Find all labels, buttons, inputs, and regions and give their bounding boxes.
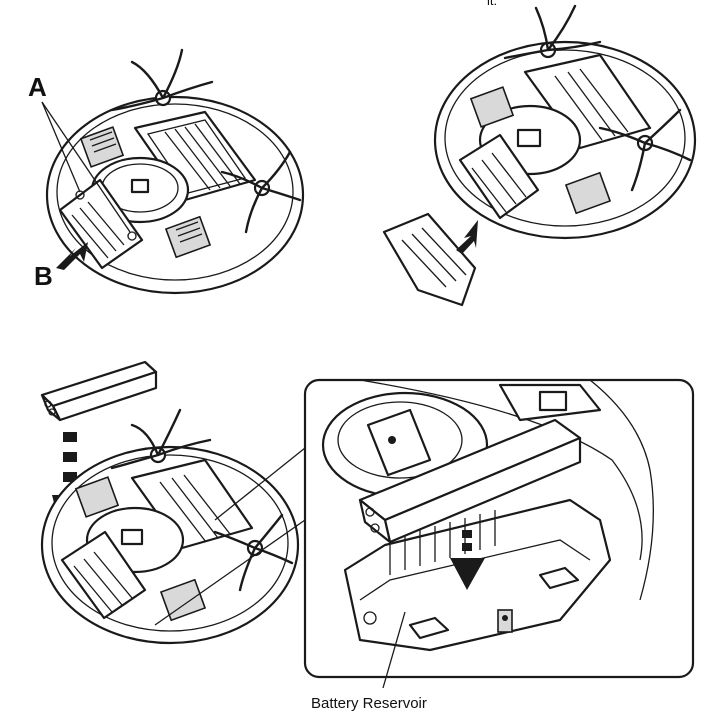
removal-arrow [56, 242, 88, 270]
brush-bristles [164, 123, 241, 191]
battery-reservoir-detail [303, 378, 695, 689]
label-a: A [28, 72, 47, 102]
robot-underside-panel-1: A B [28, 48, 305, 295]
detached-battery-cover [382, 212, 477, 307]
side-brush-right [220, 150, 302, 234]
robot-underside-panel-2 [382, 4, 697, 307]
left-wheel [79, 126, 125, 168]
robot-underside-panel-3 [40, 360, 306, 645]
side-brush-top [110, 48, 214, 112]
battery-reservoir-label: Battery Reservoir [311, 695, 427, 712]
battery-reservoir [343, 498, 612, 652]
top-text-fragment: it. [487, 0, 497, 8]
battery-down-arrow [450, 530, 485, 590]
right-wheel [164, 215, 212, 259]
label-b: B [34, 261, 53, 291]
cover-removal-arrow [456, 220, 478, 254]
battery-cover [58, 178, 144, 270]
